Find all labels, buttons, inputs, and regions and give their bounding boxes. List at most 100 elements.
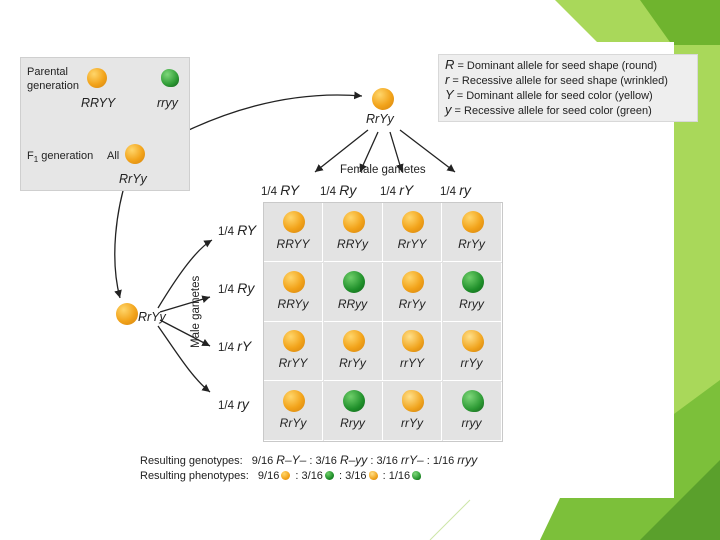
punnett-cell: rrYy bbox=[442, 322, 502, 381]
resulting-phenotypes-row: Resulting phenotypes: 9/16 : 3/16 : 3/16… bbox=[140, 470, 423, 482]
punnett-cell: RRyy bbox=[323, 262, 383, 322]
offspring-pea bbox=[342, 389, 365, 412]
female-gamete-header: 1/4 Ry bbox=[320, 182, 357, 198]
legend-item: r = Recessive allele for seed shape (wri… bbox=[445, 72, 668, 87]
punnett-cell: RrYY bbox=[264, 322, 323, 381]
f1-round-yellow-pea bbox=[125, 144, 145, 164]
arrow-female-1 bbox=[314, 129, 369, 173]
phenotype-fraction: 3/16 bbox=[301, 470, 323, 482]
arrow-female-2 bbox=[359, 131, 379, 173]
legend-item: y = Recessive allele for seed color (gre… bbox=[445, 102, 652, 117]
genotype-class: rrY– bbox=[400, 453, 424, 467]
parental-label-line2: generation bbox=[27, 80, 79, 92]
genotype-fraction: 1/16 bbox=[432, 455, 455, 467]
offspring-pea bbox=[402, 389, 424, 412]
parental-generation-box: Parental generation RRYY rryy F1 generat… bbox=[20, 57, 190, 191]
punnett-cell: RrYy bbox=[383, 262, 442, 322]
female-parent-genotype: RrYy bbox=[366, 112, 394, 126]
allele-legend: R = Dominant allele for seed shape (roun… bbox=[438, 54, 698, 122]
male-gamete-label: 1/4 rY bbox=[218, 338, 252, 354]
parent-genotype-left: RRYY bbox=[81, 96, 116, 110]
genotype-fraction: 3/16 bbox=[315, 455, 337, 467]
punnett-cell: RRYY bbox=[264, 203, 323, 262]
male-gamete-label: 1/4 RY bbox=[218, 222, 257, 238]
genotypes-label: Resulting genotypes: bbox=[140, 455, 243, 467]
f1-genotype: RrYy bbox=[119, 172, 147, 186]
offspring-pea bbox=[283, 389, 305, 412]
legend-item: Y = Dominant allele for seed color (yell… bbox=[445, 87, 653, 102]
male-parent-pea bbox=[116, 303, 138, 325]
male-gamete-label: 1/4 ry bbox=[218, 396, 249, 412]
arrow-female-4 bbox=[399, 129, 456, 173]
punnett-cell: RrYy bbox=[264, 381, 323, 441]
female-gametes-label: Female gametes bbox=[340, 164, 426, 176]
punnett-cell: RrYy bbox=[323, 322, 383, 381]
offspring-pea bbox=[342, 270, 365, 293]
offspring-genotype: rrYY bbox=[400, 356, 424, 370]
offspring-genotype: Rryy bbox=[340, 415, 365, 430]
parent-round-yellow-pea bbox=[87, 68, 107, 88]
punnett-cell: rrYY bbox=[383, 322, 442, 381]
genotype-class: R–yy bbox=[339, 453, 368, 467]
offspring-genotype: RrYy bbox=[458, 237, 485, 251]
female-gamete-header: 1/4 rY bbox=[380, 182, 414, 198]
offspring-pea bbox=[402, 211, 424, 233]
round-yellow-pea-icon bbox=[281, 471, 291, 480]
offspring-genotype: RrYY bbox=[397, 237, 427, 251]
offspring-pea bbox=[283, 330, 305, 352]
offspring-genotype: RrYy bbox=[279, 415, 307, 430]
offspring-genotype: RRyy bbox=[337, 296, 368, 311]
male-gametes-label: Male gametes bbox=[190, 275, 202, 348]
offspring-genotype: Rryy bbox=[459, 296, 484, 311]
offspring-genotype: rryy bbox=[461, 415, 482, 430]
offspring-genotype: rrYy bbox=[401, 415, 423, 430]
phenotype-fraction: 3/16 bbox=[345, 470, 367, 482]
f1-all-label: All bbox=[107, 150, 120, 162]
offspring-genotype: rrYy bbox=[460, 356, 483, 370]
round-green-pea-icon bbox=[324, 471, 334, 480]
male-parent-genotype: RrYy bbox=[138, 310, 166, 324]
punnett-cell: Rryy bbox=[442, 262, 502, 322]
punnett-cell: RRYy bbox=[323, 203, 383, 262]
accent-thin-line bbox=[429, 499, 471, 540]
female-gamete-header: 1/4 RY bbox=[261, 182, 300, 198]
offspring-pea bbox=[342, 330, 365, 352]
offspring-genotype: RrYY bbox=[278, 356, 308, 370]
phenotype-fraction: 1/16 bbox=[388, 470, 411, 482]
phenotype-fraction: 9/16 bbox=[257, 470, 280, 482]
offspring-genotype: RRYy bbox=[277, 296, 309, 311]
offspring-pea bbox=[461, 330, 484, 352]
parent-genotype-right: rryy bbox=[157, 96, 178, 110]
offspring-pea bbox=[461, 270, 484, 293]
resulting-genotypes-row: Resulting genotypes: 9/16 R–Y– : 3/16 R–… bbox=[140, 453, 478, 467]
genotype-fraction: 9/16 bbox=[251, 455, 274, 467]
offspring-pea bbox=[283, 211, 305, 233]
offspring-pea bbox=[461, 211, 484, 233]
punnett-cell: rrYy bbox=[383, 381, 442, 441]
accent-bottom-right-dark bbox=[640, 460, 720, 540]
arrow-male-4 bbox=[157, 325, 211, 393]
male-gamete-label: 1/4 Ry bbox=[218, 280, 255, 296]
genotype-class: rryy bbox=[457, 453, 478, 467]
offspring-pea bbox=[342, 211, 365, 233]
punnett-cell: Rryy bbox=[323, 381, 383, 441]
genotype-class: R–Y– bbox=[276, 453, 307, 467]
accent-top-right-dark bbox=[640, 0, 720, 45]
offspring-genotype: RrYy bbox=[398, 296, 426, 311]
female-parent-pea bbox=[372, 88, 394, 110]
legend-item: R = Dominant allele for seed shape (roun… bbox=[445, 57, 658, 72]
punnett-cell: RrYy bbox=[442, 203, 502, 262]
arrow-male-2 bbox=[159, 295, 211, 313]
arrow-female-3 bbox=[389, 131, 404, 173]
offspring-genotype: RRYY bbox=[276, 237, 310, 251]
wrinkled-green-pea-icon bbox=[412, 471, 422, 480]
offspring-pea bbox=[461, 389, 484, 412]
offspring-pea bbox=[402, 270, 424, 293]
punnett-cell: RrYY bbox=[383, 203, 442, 262]
arrow-male-1 bbox=[157, 239, 213, 309]
phenotypes-label: Resulting phenotypes: bbox=[140, 470, 249, 482]
parent-wrinkled-green-pea bbox=[161, 69, 179, 87]
offspring-pea bbox=[402, 330, 424, 352]
parental-label-line1: Parental bbox=[27, 66, 68, 78]
